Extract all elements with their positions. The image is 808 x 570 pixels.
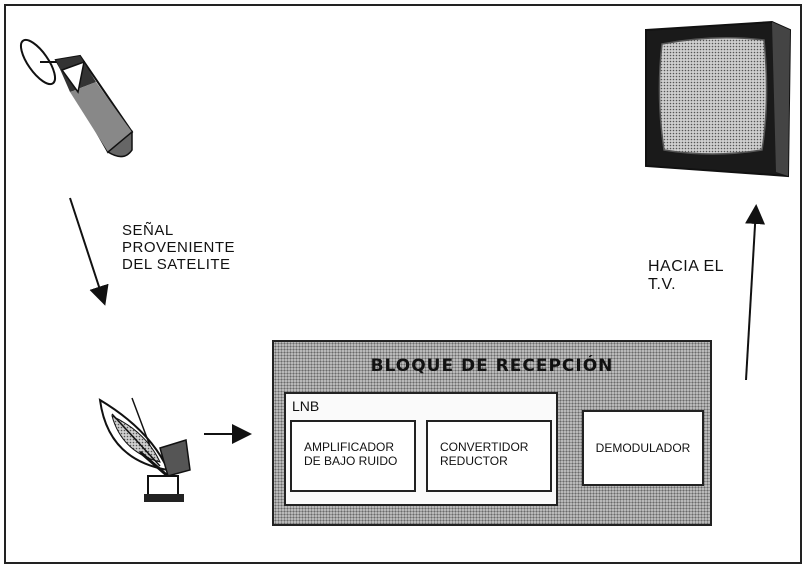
signal-label-line-1: SEÑAL <box>122 222 174 239</box>
amplifier-line-1: AMPLIFICADOR <box>304 440 395 454</box>
tv-label-line-1: HACIA EL <box>648 258 725 275</box>
reception-block: BLOQUE DE RECEPCIÓN LNB AMPLIFICADOR DE … <box>272 340 712 526</box>
amplifier-line-2: DE BAJO RUIDO <box>304 454 398 468</box>
lnb-label: LNB <box>292 398 320 414</box>
television-icon <box>645 20 792 178</box>
converter-box: CONVERTIDOR REDUCTOR <box>426 420 552 492</box>
satellite-icon <box>19 38 134 158</box>
tv-label: HACIA EL T.V. <box>648 258 724 294</box>
amplifier-box: AMPLIFICADOR DE BAJO RUIDO <box>290 420 416 492</box>
reception-block-title: BLOQUE DE RECEPCIÓN <box>370 356 614 376</box>
converter-line-1: CONVERTIDOR <box>440 440 529 454</box>
tv-label-line-2: T.V. <box>648 276 677 293</box>
signal-label-line-2: PROVENIENTE <box>122 239 236 256</box>
to-tv-arrow <box>745 204 766 381</box>
signal-label: SEÑAL PROVENIENTE DEL SATELITE <box>122 222 235 273</box>
diagram-frame <box>4 4 802 564</box>
demodulator-box: DEMODULADOR <box>582 410 704 486</box>
dish-antenna-icon <box>98 397 191 502</box>
converter-line-2: REDUCTOR <box>440 454 508 468</box>
signal-label-line-3: DEL SATELITE <box>122 256 231 273</box>
incoming-signal-arrow <box>69 197 109 306</box>
lnb-box: LNB AMPLIFICADOR DE BAJO RUIDO CONVERTID… <box>284 392 558 506</box>
